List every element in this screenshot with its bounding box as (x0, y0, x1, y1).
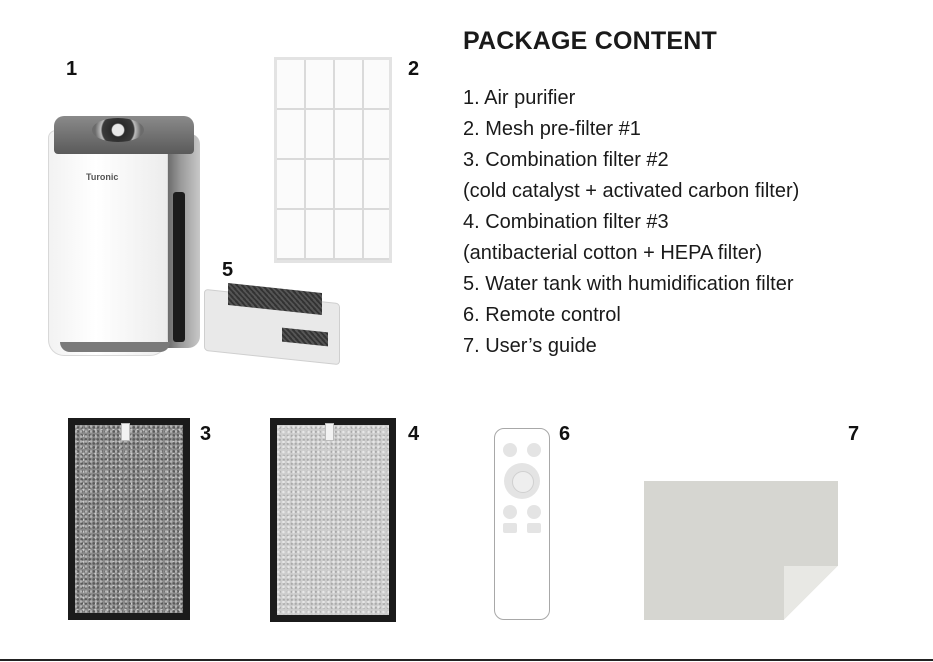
mesh-prefilter-illustration (274, 57, 392, 263)
package-content-list: 1. Air purifier 2. Mesh pre-filter #1 3.… (463, 83, 799, 362)
item-number-5: 5 (222, 259, 233, 282)
purifier-front-panel (48, 130, 168, 356)
water-tank-illustration (202, 282, 342, 364)
users-guide-illustration (644, 481, 838, 620)
filter-pull-tab (325, 423, 334, 441)
purifier-base (60, 342, 170, 352)
remote-button (503, 443, 517, 457)
purifier-control-dial (92, 118, 144, 142)
remote-control-illustration (494, 428, 550, 620)
page-corner-fold (784, 566, 838, 620)
list-item: 7. User’s guide (463, 331, 799, 362)
item-number-7: 7 (848, 423, 859, 446)
air-purifier-illustration: Turonic (40, 110, 210, 360)
list-item: 5. Water tank with humidification filter (463, 269, 799, 300)
remote-center-button (512, 471, 534, 493)
list-item: 4. Combination filter #3 (463, 207, 799, 238)
item-number-6: 6 (559, 423, 570, 446)
remote-button (527, 443, 541, 457)
remote-button (503, 523, 517, 533)
list-item: (antibacterial cotton + HEPA filter) (463, 238, 799, 269)
item-number-2: 2 (408, 58, 419, 81)
purifier-air-slot (173, 192, 185, 342)
bottom-divider (0, 659, 933, 661)
item-number-1: 1 (66, 58, 77, 81)
remote-button (527, 505, 541, 519)
page-title: PACKAGE CONTENT (463, 27, 717, 56)
filter-pull-tab (121, 423, 130, 441)
list-item: (cold catalyst + activated carbon filter… (463, 176, 799, 207)
list-item: 3. Combination filter #2 (463, 145, 799, 176)
carbon-filter-illustration (68, 418, 190, 620)
item-number-4: 4 (408, 423, 419, 446)
list-item: 1. Air purifier (463, 83, 799, 114)
list-item: 6. Remote control (463, 300, 799, 331)
remote-button (527, 523, 541, 533)
item-number-3: 3 (200, 423, 211, 446)
list-item: 2. Mesh pre-filter #1 (463, 114, 799, 145)
purifier-brand-logo: Turonic (86, 172, 118, 182)
hepa-filter-illustration (270, 418, 396, 622)
remote-button (503, 505, 517, 519)
